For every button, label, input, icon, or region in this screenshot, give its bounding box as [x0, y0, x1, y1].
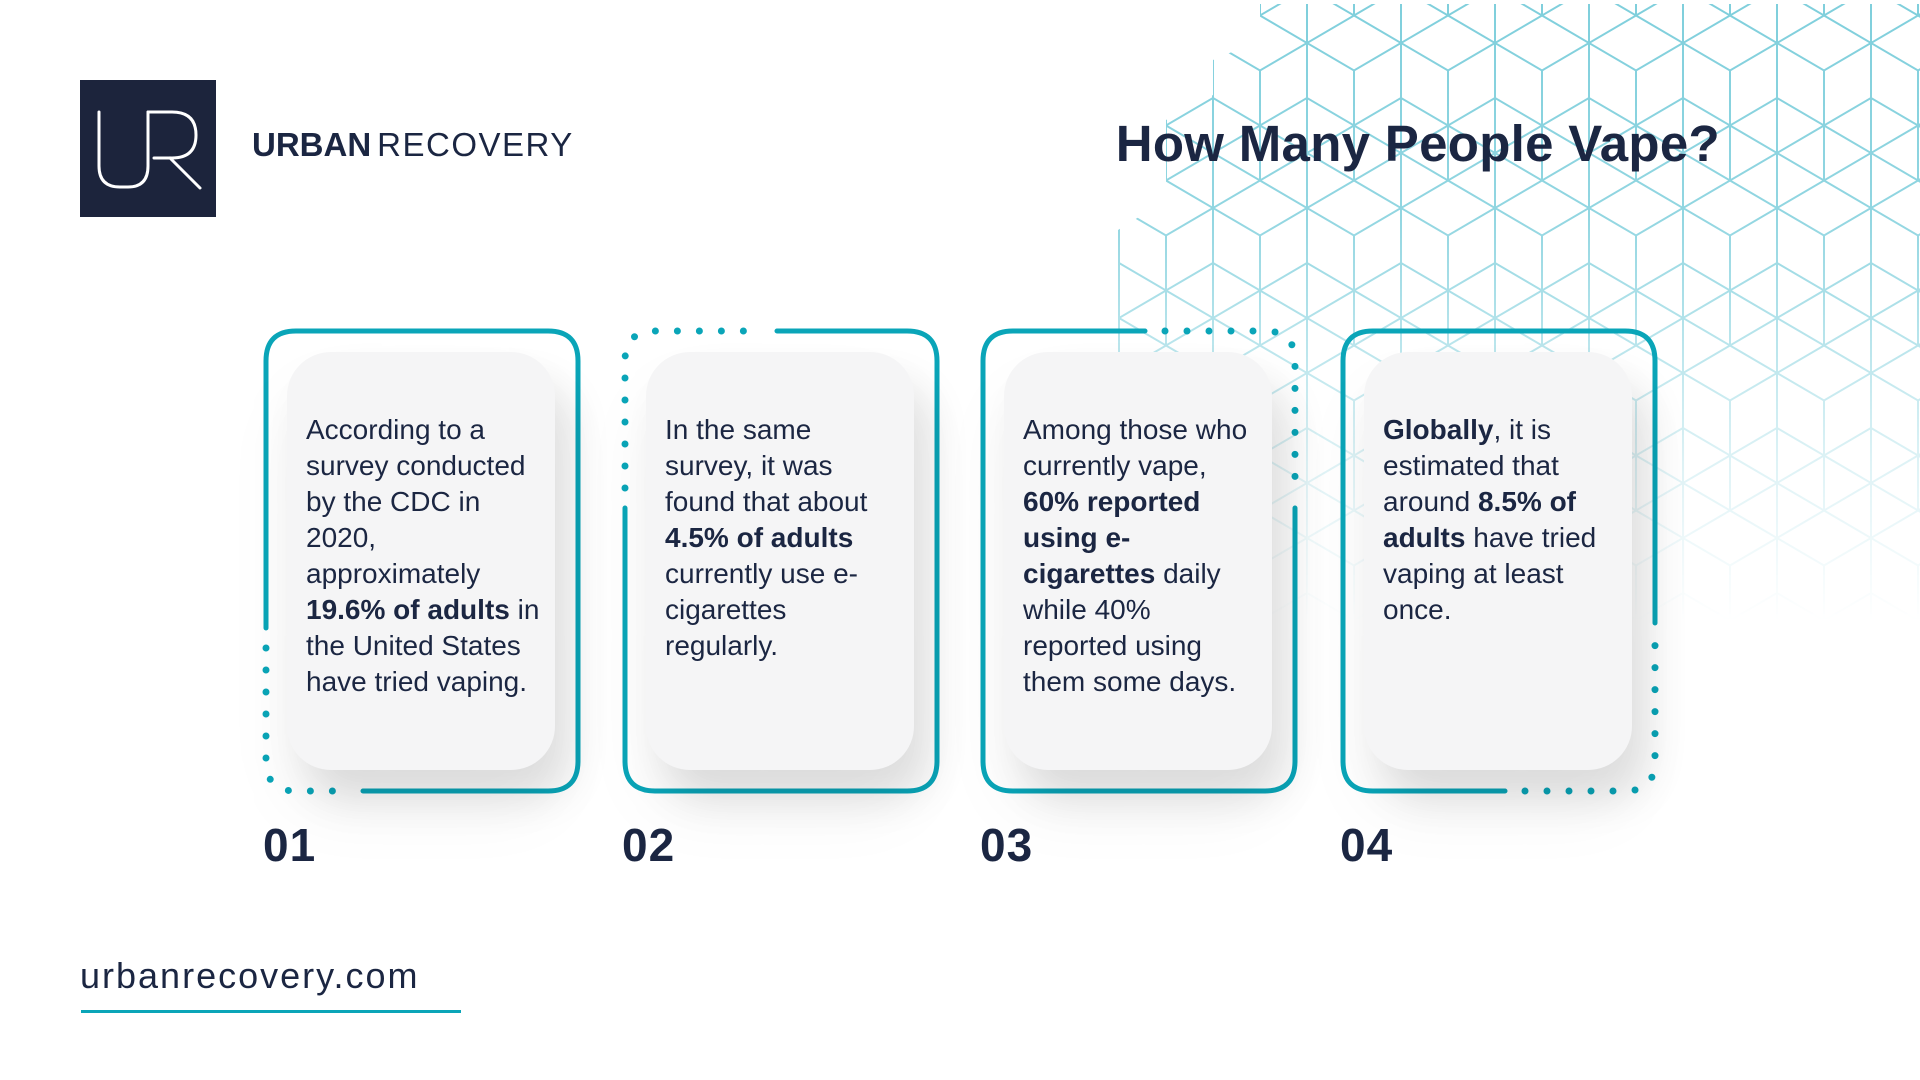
highlight-text: 60% reported using e-cigarettes [1023, 486, 1201, 589]
text-segment: in the United States have tried vaping. [306, 594, 540, 697]
card-number: 04 [1340, 819, 1394, 871]
stat-card-text: In the same survey, it was found that ab… [646, 352, 914, 770]
card-frame [262, 328, 581, 795]
stat-card-text: Among those who currently vape, 60% repo… [1004, 352, 1272, 770]
logo-mark [80, 80, 216, 217]
page-title: How Many People Vape? [1115, 115, 1720, 172]
highlight-text: 19.6% of adults [306, 594, 510, 625]
text-segment: currently use e-cigarettes regularly. [665, 558, 858, 661]
text-segment: have tried vaping at least once. [1383, 522, 1597, 625]
highlight-text: Globally [1383, 414, 1494, 445]
card-frame [1340, 328, 1659, 795]
card-number: 02 [622, 819, 676, 871]
card-frame [980, 327, 1299, 794]
stat-card-4: Globally, it is estimated that around 8.… [1340, 328, 1659, 868]
stat-card-2: In the same survey, it was found that ab… [621, 327, 940, 868]
brand-name-light: RECOVERY [377, 126, 574, 163]
ur-monogram-icon [97, 110, 202, 190]
card-number: 03 [980, 819, 1034, 871]
card-frame [621, 327, 940, 794]
text-segment: daily while 40% reported using them some… [1023, 558, 1237, 697]
card-number: 01 [263, 819, 317, 871]
highlight-text: 8.5% of adults [1383, 486, 1576, 553]
stat-card-1: According to a survey conducted by the C… [262, 328, 581, 868]
stat-card-3: Among those who currently vape, 60% repo… [980, 327, 1299, 868]
text-segment: , it is estimated that around [1383, 414, 1559, 517]
highlight-text: 4.5% of adults [665, 522, 854, 553]
website-link[interactable]: urbanrecovery.com [80, 955, 420, 996]
stat-card-text: According to a survey conducted by the C… [287, 352, 555, 770]
brand-name-bold: URBAN [252, 126, 372, 163]
text-segment: In the same survey, it was found that ab… [665, 414, 868, 517]
website-underline [81, 1010, 461, 1013]
text-segment: Among those who currently vape, [1023, 414, 1248, 481]
text-segment: According to a survey conducted by the C… [306, 414, 526, 589]
stat-card-text: Globally, it is estimated that around 8.… [1364, 352, 1632, 770]
